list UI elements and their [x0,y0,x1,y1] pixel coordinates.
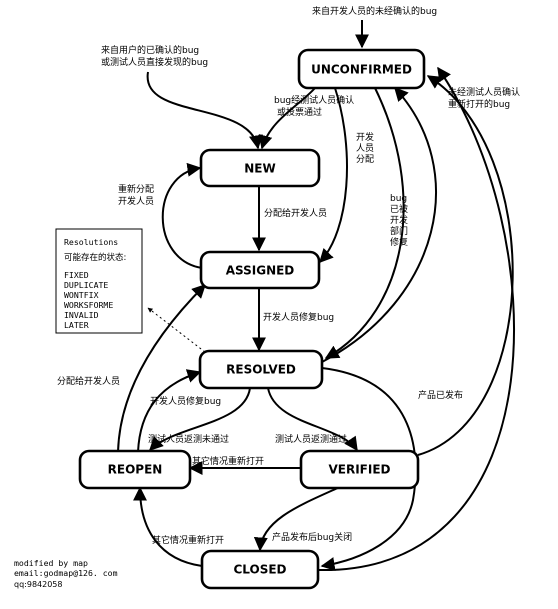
label-test-fail: 测试人员返测未通过 [148,433,229,445]
label-assign-to-dev-left: 分配给开发人员 [57,375,120,387]
label-assign-to-dev: 分配给开发人员 [264,207,327,219]
edge-resolved-unconfirmed [321,86,437,363]
state-new-label: NEW [244,162,275,176]
resolution-item: WONTFIX [64,290,99,300]
edge-assigned-new [161,162,203,269]
state-assigned-label: ASSIGNED [226,264,295,278]
state-reopen: REOPEN [78,449,192,490]
edge-closed-reopen [133,486,203,567]
edge-unconfirmed-assigned [319,87,348,264]
state-reopen-label: REOPEN [108,463,163,477]
resolutions-title: Resolutions [64,237,118,247]
resolution-item: FIXED [64,270,89,280]
state-unconfirmed-label: UNCONFIRMED [311,63,412,77]
label-product-released: 产品已发布 [418,389,463,401]
label-bug-fixed-4: 部门 [390,225,408,237]
label-left-entry-2: 或测试人员直接发现的bug [101,56,208,68]
label-dev-fix-bug: 开发人员修复bug [263,311,334,323]
resolution-item: DUPLICATE [64,280,108,290]
resolution-item: LATER [64,320,89,330]
state-closed: CLOSED [200,549,320,590]
edge-entry-new [146,71,263,150]
label-reassign-1: 重新分配 [118,183,154,195]
edge-resolved-verified [267,387,358,452]
label-unconfirmed-reopen-2: 重新打开的bug [448,98,510,110]
label-confirm-2: 或投票通过 [277,106,322,118]
resolutions-list: FIXEDDUPLICATEWONTFIXWORKSFORMEINVALIDLA… [64,270,113,330]
state-assigned: ASSIGNED [199,250,321,290]
edge-unconfirmed-new [258,87,316,150]
state-new: NEW [199,148,321,188]
edge-resolved-reopen [149,387,251,451]
edge-resolved-closed [320,367,417,571]
label-dev-assign-1: 开发 [356,131,374,143]
label-test-pass: 测试人员返测通过 [275,433,347,445]
edge-closed-unconfirmed [317,66,516,572]
label-top-entry: 来自开发人员的未经确认的bug [312,5,437,17]
label-other-reopen-2: 其它情况重新打开 [152,534,224,546]
resolution-item: WORKSFORME [64,300,113,310]
label-dev-fix-bug-2: 开发人员修复bug [150,395,221,407]
resolutions-subtitle: 可能存在的状态: [64,252,126,263]
label-dev-assign-2: 人员 [356,143,374,154]
label-bug-fixed-5: 修复 [390,236,408,248]
credit-line-1: modified by map [14,558,88,568]
state-resolved-label: RESOLVED [226,363,296,377]
state-closed-label: CLOSED [233,563,286,577]
edge-verified-unconfirmed [417,75,514,456]
label-release-close: 产品发布后bug关闭 [272,531,352,543]
edge-reopen-resolved [137,369,202,453]
state-verified-label: VERIFIED [328,463,390,477]
label-bug-fixed-2: 已被 [390,203,408,215]
edge-verified-closed [253,486,341,552]
edge-reopen-assigned [117,284,206,453]
label-bug-fixed-3: 开发 [390,214,408,226]
label-unconfirmed-reopen-1: 未经测试人员确认 [448,86,520,98]
resolutions-link [147,307,206,353]
label-dev-assign-3: 分配 [356,154,374,165]
state-verified: VERIFIED [299,449,420,490]
label-left-entry-1: 来自用户的已确认的bug [101,44,199,56]
label-bug-fixed-1: bug [390,194,407,204]
credit-line-3: qq:9842058 [14,580,62,589]
resolutions-note: Resolutions 可能存在的状态: FIXEDDUPLICATEWONTF… [55,228,143,334]
resolution-item: INVALID [64,310,99,320]
edge-unconfirmed-resolved [324,87,405,359]
credit-line-2: email:godmap@126. com [14,568,118,578]
state-unconfirmed: UNCONFIRMED [297,48,426,90]
state-resolved: RESOLVED [198,349,324,390]
label-other-reopen: 其它情况重新打开 [192,455,264,467]
label-reassign-2: 开发人员 [118,195,154,207]
label-confirm-1: bug经测试人员确认 [274,94,354,106]
